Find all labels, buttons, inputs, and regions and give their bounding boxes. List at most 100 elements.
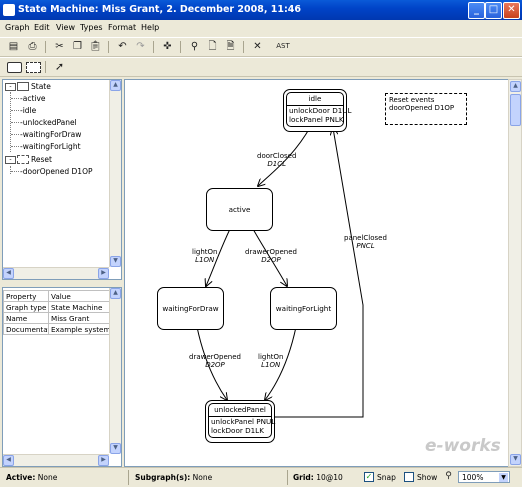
state-name: waitingForDraw [162,304,219,313]
tree-item-unlockedpanel[interactable]: -unlockedPanel [20,118,77,127]
tree-horizontal-scrollbar[interactable]: ◀ ▶ [3,267,109,279]
note-tool-icon[interactable] [26,62,41,73]
scroll-up-icon[interactable]: ▲ [510,81,521,92]
state-tool-icon[interactable] [7,62,22,73]
edge-label-panelclosed[interactable]: panelClosed PNCL [344,234,387,250]
scroll-right-icon[interactable]: ▶ [98,268,109,279]
cut-icon[interactable]: ✂ [55,41,64,52]
chevron-down-icon[interactable]: ▼ [499,473,508,482]
scroll-up-icon[interactable]: ▲ [110,288,121,299]
close-button[interactable]: ✕ [503,2,520,19]
properties-horizontal-scrollbar[interactable]: ◀ ▶ [3,454,109,466]
tree-item-idle[interactable]: -idle [20,106,37,115]
properties-vertical-scrollbar[interactable]: ▲ ▼ [109,288,121,454]
scroll-right-icon[interactable]: ▶ [98,455,109,466]
scroll-left-icon[interactable]: ◀ [3,268,14,279]
event-code: D2OP [261,256,281,264]
tree-item-state[interactable]: State [31,82,51,91]
event-name: lightOn [192,248,218,256]
table-row[interactable]: Graph type State Machine [3,301,110,313]
reset-events-note[interactable]: Reset events doorOpened D1OP [385,93,467,125]
maximize-button[interactable]: □ [485,2,502,19]
property-value[interactable]: Example system [48,323,110,335]
zoom-icon[interactable]: ⚲ [445,471,452,481]
main-toolbar: ▤ ⎙ ✂ ❐ 📋︎ ↶ ↷ ✜ ⚲ 🗋︎ 🗎︎ ✕ AST [0,37,522,57]
tree-item-waitingforlight[interactable]: -waitingForLight [20,142,81,151]
undo-icon[interactable]: ↶ [118,41,127,52]
delete-icon[interactable]: ✕ [253,41,262,52]
state-unlockedpanel[interactable]: unlockedPanel unlockPanel PNUL lockDoor … [205,400,275,443]
edge-label-draweropened-2[interactable]: drawerOpened D2OP [189,353,241,369]
menu-graph[interactable]: Graph [5,23,30,32]
toolbar-separator [243,41,244,53]
state-name: unlockedPanel [214,405,266,414]
table-row[interactable]: Documentati Example system [3,323,110,335]
event-code: D1CL [267,160,287,168]
menu-help[interactable]: Help [141,23,160,32]
page-icon[interactable]: 🗋︎ [208,41,217,52]
redo-icon[interactable]: ↷ [136,41,145,52]
scroll-down-icon[interactable]: ▼ [110,256,121,267]
expand-toggle[interactable]: - [5,83,16,91]
print-icon[interactable]: ⎙ [28,41,37,52]
ast-button[interactable]: AST [276,42,290,50]
status-separator [128,470,129,485]
property-value[interactable]: Miss Grant [48,312,110,324]
property-name: Graph type [3,301,49,313]
tree-item-reset[interactable]: Reset [31,155,52,164]
arrow-tool-icon[interactable]: ➚ [54,60,65,73]
scroll-up-icon[interactable]: ▲ [110,80,121,91]
edge-label-draweropened-1[interactable]: drawerOpened D2OP [245,248,297,264]
scrollbar-thumb[interactable] [510,94,521,126]
table-row[interactable]: Name Miss Grant [3,312,110,324]
tree-item-dooropened[interactable]: -doorOpened D1OP [20,167,93,176]
menu-format[interactable]: Format [108,23,137,32]
minimize-button[interactable]: _ [468,2,485,19]
show-checkbox[interactable] [404,472,414,482]
note-type-icon [17,155,29,164]
tree-vertical-scrollbar[interactable]: ▲ ▼ [109,80,121,267]
tree-item-active[interactable]: -active [20,94,46,103]
event-code: D2OP [205,361,225,369]
edge-label-lighton-2[interactable]: lightOn L1ON [258,353,283,369]
event-name: drawerOpened [245,248,297,256]
state-type-icon [17,82,29,91]
event-name: doorClosed [257,152,297,160]
toolbar-separator [153,41,154,53]
active-status: Active: None [6,473,58,482]
subgraph-status: Subgraph(s): None [135,473,213,482]
menu-view[interactable]: View [56,23,75,32]
zoom-icon[interactable]: ⚲ [190,41,199,52]
document-icon[interactable]: 🗎︎ [226,41,235,52]
watermark-logo: e-works [425,436,501,456]
state-waitingforlight[interactable]: waitingForLight [270,287,337,330]
menu-edit[interactable]: Edit [34,23,50,32]
new-graph-icon[interactable]: ▤ [8,41,19,52]
transition-edges [196,123,364,418]
scroll-down-icon[interactable]: ▼ [110,443,121,454]
edge-label-lighton-1[interactable]: lightOn L1ON [192,248,217,264]
property-name: Name [3,312,49,324]
property-value[interactable]: State Machine [48,301,110,313]
paste-icon[interactable]: 📋︎ [89,41,102,52]
edge-doorclosed [258,123,313,186]
expand-toggle[interactable]: - [5,156,16,164]
state-idle[interactable]: idle unlockDoor D1UL lockPanel PNLK [283,89,352,132]
menu-types[interactable]: Types [80,23,103,32]
canvas-vertical-scrollbar[interactable]: ▲ ▼ [508,79,522,467]
edge-label-doorclosed[interactable]: doorClosed D1CL [257,152,296,168]
state-active[interactable]: active [206,188,273,231]
copy-icon[interactable]: ❐ [73,41,82,52]
state-name: waitingForLight [275,304,332,313]
event-code: L1ON [261,361,281,369]
snap-checkbox[interactable]: ✓ [364,472,374,482]
title-bar[interactable]: State Machine: Miss Grant, 2. December 2… [0,0,522,20]
diagram-canvas[interactable]: idle unlockDoor D1UL lockPanel PNLK acti… [124,79,510,467]
scroll-down-icon[interactable]: ▼ [510,454,521,465]
zoom-select[interactable]: 100% ▼ [458,471,510,483]
move-icon[interactable]: ✜ [163,41,172,52]
state-waitingfordraw[interactable]: waitingForDraw [157,287,224,330]
scroll-left-icon[interactable]: ◀ [3,455,14,466]
tree-item-waitingfordraw[interactable]: -waitingForDraw [20,130,82,139]
exit-action: lockPanel PNLK [289,115,344,124]
